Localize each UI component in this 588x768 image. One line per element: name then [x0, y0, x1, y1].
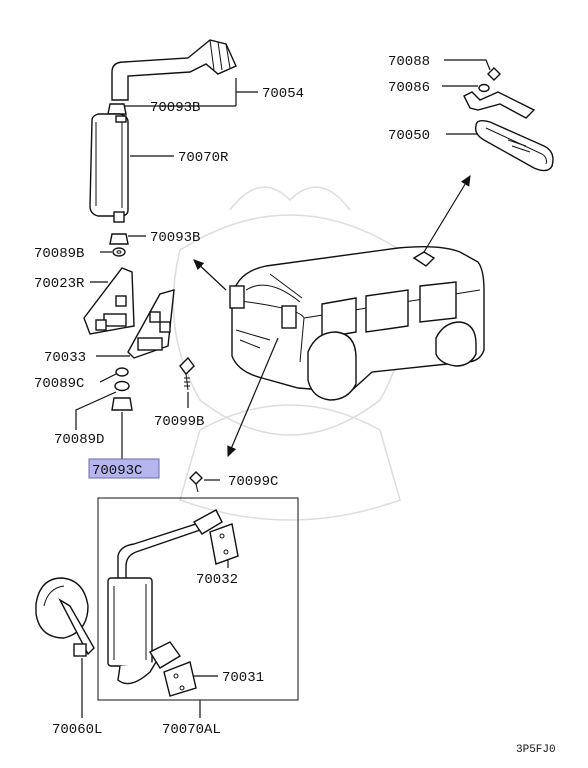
label-70060l[interactable]: 70060L [52, 722, 102, 738]
round-mirror-70060l [35, 577, 95, 657]
label-70086[interactable]: 70086 [388, 80, 430, 96]
bolt-70099b [179, 356, 195, 391]
label-70089c[interactable]: 70089C [34, 376, 84, 392]
nut-70093b-mid [109, 233, 129, 245]
arrow-to-upper-mirror [193, 259, 227, 291]
label-70093c[interactable]: 70093C [92, 463, 142, 479]
washer-70089b [112, 247, 126, 257]
assembly-box-70070al [97, 497, 299, 701]
leader-lines [75, 59, 491, 718]
bolt-70088 [487, 67, 501, 81]
nut-70093c [111, 397, 133, 411]
nut-70093b-top [107, 103, 127, 115]
label-70050[interactable]: 70050 [388, 128, 430, 144]
label-70089d[interactable]: 70089D [54, 432, 104, 448]
plate-70031 [148, 641, 197, 697]
label-70070al[interactable]: 70070AL [162, 722, 221, 738]
highlight-70093c [88, 458, 160, 479]
label-70033[interactable]: 70033 [44, 350, 86, 366]
washer-70089d [114, 380, 130, 392]
label-70031[interactable]: 70031 [222, 670, 264, 686]
plate-70032 [209, 523, 239, 565]
label-70093b-mid[interactable]: 70093B [150, 230, 200, 246]
label-70088[interactable]: 70088 [388, 54, 430, 70]
washer-70089c [115, 367, 129, 377]
washer-70086 [478, 83, 490, 93]
under-mirror-70050 [463, 91, 554, 172]
label-70099c[interactable]: 70099C [228, 474, 278, 490]
label-70070r[interactable]: 70070R [178, 150, 229, 166]
arrow-to-lower-assembly [227, 337, 279, 458]
bracket-70033 [127, 289, 175, 359]
arrow-to-under-mirror [423, 174, 471, 253]
label-70023r[interactable]: 70023R [34, 276, 85, 292]
mirror-70070r [89, 113, 129, 223]
label-70054[interactable]: 70054 [262, 86, 304, 102]
van-illustration [229, 245, 485, 401]
label-70032[interactable]: 70032 [196, 572, 238, 588]
label-70089b[interactable]: 70089B [34, 246, 84, 262]
label-70093b-top[interactable]: 70093B [150, 100, 200, 116]
diagram-code: 3P5FJ0 [516, 744, 556, 756]
bolt-70099c [189, 471, 203, 493]
bracket-70023r [83, 267, 135, 335]
mirror-assembly-lower [107, 509, 223, 685]
mirror-stay-70054 [111, 39, 237, 101]
label-70099b[interactable]: 70099B [154, 414, 204, 430]
